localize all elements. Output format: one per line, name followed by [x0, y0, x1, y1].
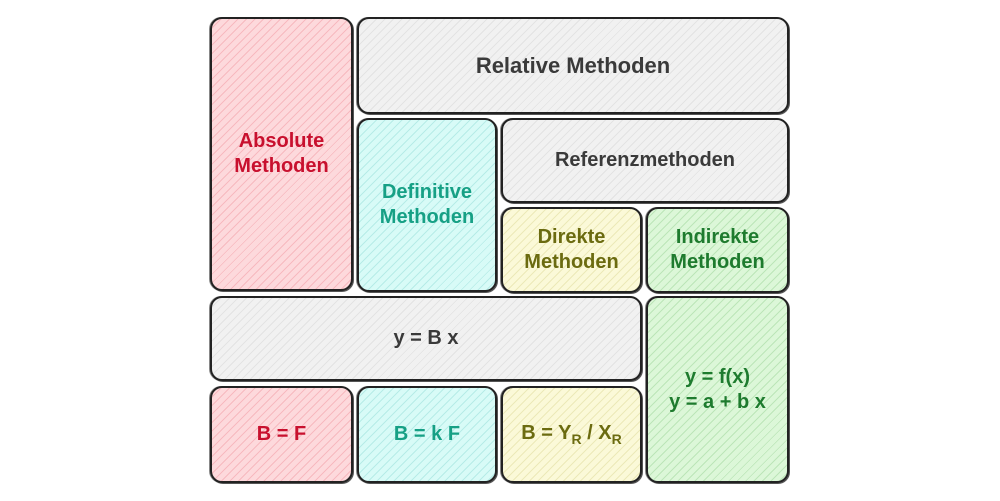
formula-b-f-box: B = F	[210, 386, 353, 483]
absolute-methods-line2: Methoden	[234, 155, 329, 177]
direct-methods-line1: Direkte	[537, 226, 606, 248]
reference-methods-box: Referenzmethoden	[501, 118, 789, 203]
reference-methods-label: Referenzmethoden	[554, 149, 736, 171]
formula-y-a-bx: y = a + b x	[669, 390, 766, 413]
definitive-methods-line2: Methoden	[379, 206, 475, 228]
formula-b-kf: B = k F	[393, 423, 461, 445]
relative-methods-label: Relative Methoden	[475, 52, 671, 78]
formula-b-yr-xr: B = YR / XR	[521, 421, 621, 448]
formula-b-yr-xr-box: B = YR / XR	[501, 386, 642, 483]
formula-b-yr-sub1: R	[571, 430, 582, 447]
formula-y-bx-box: y = B x	[210, 296, 642, 381]
direct-methods-box: Direkte Methoden	[501, 207, 642, 293]
formula-b-f: B = F	[256, 423, 307, 445]
formula-y-fx: y = f(x)	[684, 365, 750, 388]
indirect-methods-line2: Methoden	[670, 251, 765, 273]
relative-methods-box: Relative Methoden	[357, 17, 789, 114]
formula-y-bx: y = B x	[393, 327, 459, 349]
formula-b-kf-box: B = k F	[357, 386, 497, 483]
indirect-methods-box: Indirekte Methoden	[646, 207, 789, 293]
definitive-methods-line1: Definitive	[381, 181, 473, 203]
absolute-methods-box: Absolute Methoden	[210, 17, 353, 291]
indirect-methods-line1: Indirekte	[675, 226, 760, 248]
formula-b-yr-sub2: R	[611, 430, 622, 447]
absolute-methods-line1: Absolute	[238, 130, 325, 152]
definitive-methods-box: Definitive Methoden	[357, 118, 497, 292]
formula-y-fx-box: y = f(x) y = a + b x	[646, 296, 789, 483]
formula-b-yr-prefix: B = Y	[521, 421, 572, 444]
formula-b-yr-mid: / X	[581, 421, 612, 444]
direct-methods-line2: Methoden	[524, 251, 619, 273]
